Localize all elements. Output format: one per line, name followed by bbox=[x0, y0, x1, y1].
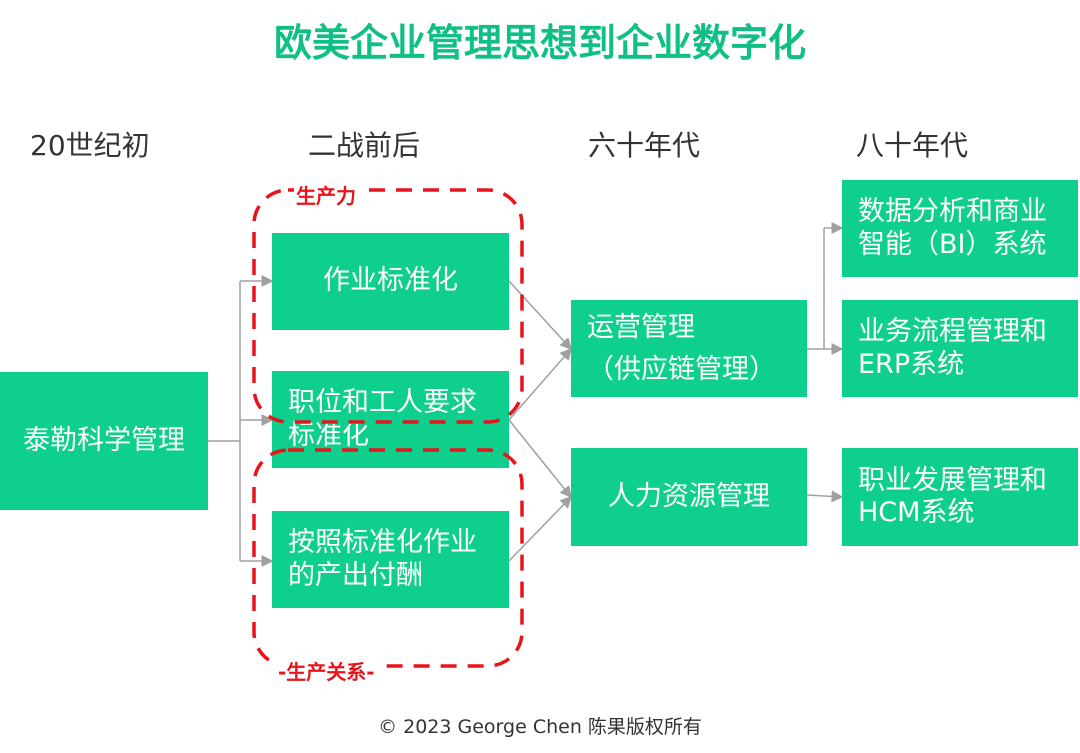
page-title: 欧美企业管理思想到企业数字化 bbox=[273, 21, 806, 65]
node-operations-line1: 运营管理 bbox=[587, 311, 695, 343]
arrow-standard-to-ops bbox=[508, 280, 573, 351]
arrow-job-to-ops bbox=[508, 347, 572, 421]
group-label-productivity: 生产力 bbox=[294, 180, 358, 209]
node-hcm-line1: 职业发展管理和 bbox=[858, 464, 1047, 496]
node-operations: 运营管理 （供应链管理） bbox=[571, 300, 807, 397]
era-label-early-20th: 20世纪初 bbox=[30, 129, 150, 162]
node-bi: 数据分析和商业 智能（BI）系统 bbox=[842, 180, 1078, 277]
node-hcm-line2: HCM系统 bbox=[858, 497, 975, 528]
node-pay-by-output: 按照标准化作业 的产出付酬 bbox=[272, 511, 509, 608]
connector-ops-branch bbox=[807, 228, 825, 350]
node-pay-by-output-line1: 按照标准化作业 bbox=[288, 527, 477, 559]
node-job-standard-line1: 职位和工人要求 bbox=[288, 387, 477, 419]
node-erp-line2: ERP系统 bbox=[858, 348, 965, 380]
copyright-footer: © 2023 George Chen 陈果版权所有 bbox=[378, 716, 702, 738]
node-pay-by-output-line2: 的产出付酬 bbox=[288, 559, 423, 591]
node-taylor-text: 泰勒科学管理 bbox=[23, 424, 185, 456]
era-label-wwii: 二战前后 bbox=[308, 129, 421, 162]
group-outline-relations bbox=[252, 448, 524, 668]
node-taylor: 泰勒科学管理 bbox=[0, 372, 208, 510]
group-outline-productivity bbox=[252, 188, 524, 424]
node-hcm: 职业发展管理和 HCM系统 bbox=[842, 448, 1078, 546]
era-label-sixties: 六十年代 bbox=[588, 129, 701, 162]
node-hr: 人力资源管理 bbox=[571, 448, 807, 546]
node-bi-line1: 数据分析和商业 bbox=[858, 196, 1047, 228]
node-job-standard-line2: 标准化 bbox=[288, 419, 369, 451]
node-hr-text: 人力资源管理 bbox=[608, 480, 770, 512]
node-job-standard: 职位和工人要求 标准化 bbox=[272, 371, 509, 468]
node-erp: 业务流程管理和 ERP系统 bbox=[842, 300, 1078, 397]
node-standard-work-text: 作业标准化 bbox=[323, 265, 458, 297]
arrow-pay-to-hr bbox=[508, 495, 573, 562]
node-operations-line2: （供应链管理） bbox=[587, 353, 776, 385]
arrow-job-to-hr bbox=[508, 419, 572, 499]
era-label-eighties: 八十年代 bbox=[856, 129, 969, 162]
arrow-hr-to-hcm bbox=[806, 490, 844, 503]
node-erp-line1: 业务流程管理和 bbox=[858, 316, 1047, 348]
group-label-relations: -生产关系- bbox=[276, 656, 377, 685]
node-bi-line2: 智能（BI）系统 bbox=[858, 228, 1047, 260]
node-standard-work: 作业标准化 bbox=[272, 233, 509, 330]
connector-taylor-branch bbox=[208, 281, 241, 561]
